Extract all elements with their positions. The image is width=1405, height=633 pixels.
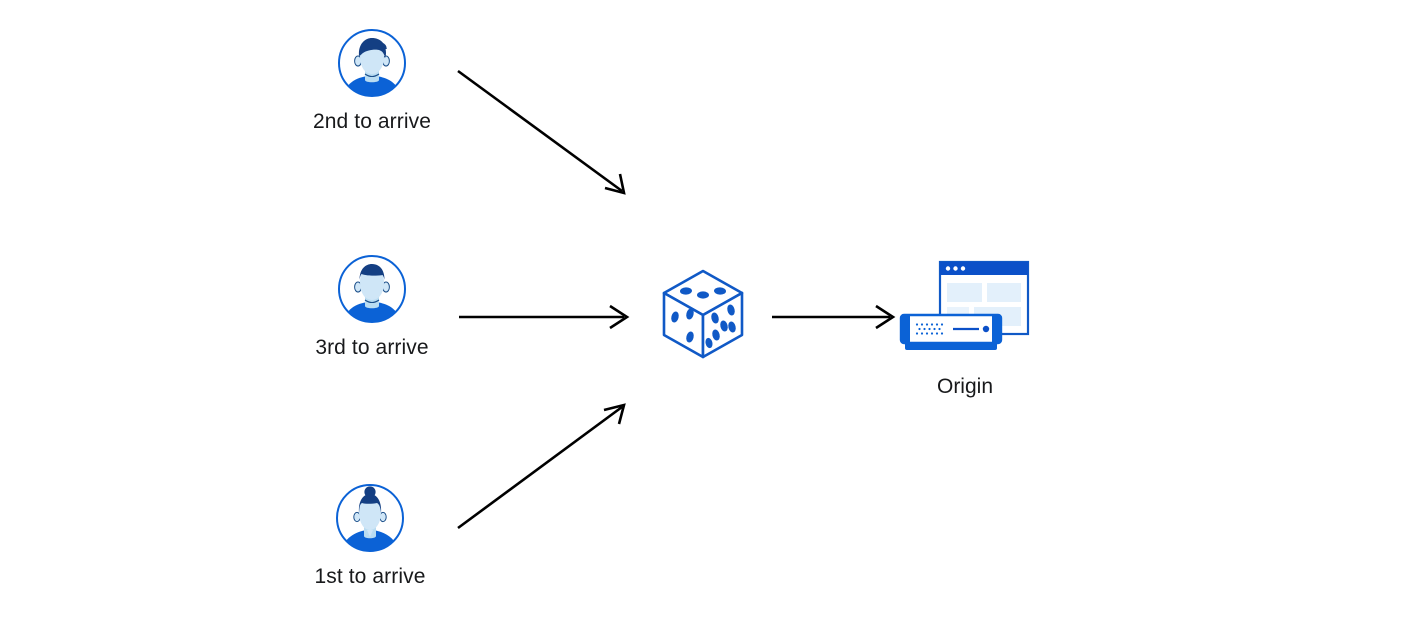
user-avatar-icon xyxy=(338,255,406,323)
client-node-2nd[interactable]: 2nd to arrive xyxy=(302,28,442,135)
dice-icon xyxy=(662,269,744,359)
arrow-2nd-to-balancer xyxy=(457,69,626,195)
server-appliance-icon xyxy=(899,313,1003,350)
client-label-2nd: 2nd to arrive xyxy=(312,110,432,133)
arrow-1st-to-balancer xyxy=(457,403,626,530)
origin-server-icon xyxy=(899,260,1030,350)
user-avatar-icon xyxy=(336,484,404,552)
random-balancer-node[interactable] xyxy=(658,265,748,365)
origin-node[interactable]: Origin xyxy=(875,258,1055,400)
user-avatar-icon xyxy=(338,29,406,97)
client-label-1st: 1st to arrive xyxy=(314,565,426,588)
client-node-1st[interactable]: 1st to arrive xyxy=(300,483,440,590)
client-node-3rd[interactable]: 3rd to arrive xyxy=(302,254,442,361)
arrow-3rd-to-balancer xyxy=(459,304,630,330)
origin-label: Origin xyxy=(936,375,994,398)
client-label-3rd: 3rd to arrive xyxy=(315,336,429,359)
